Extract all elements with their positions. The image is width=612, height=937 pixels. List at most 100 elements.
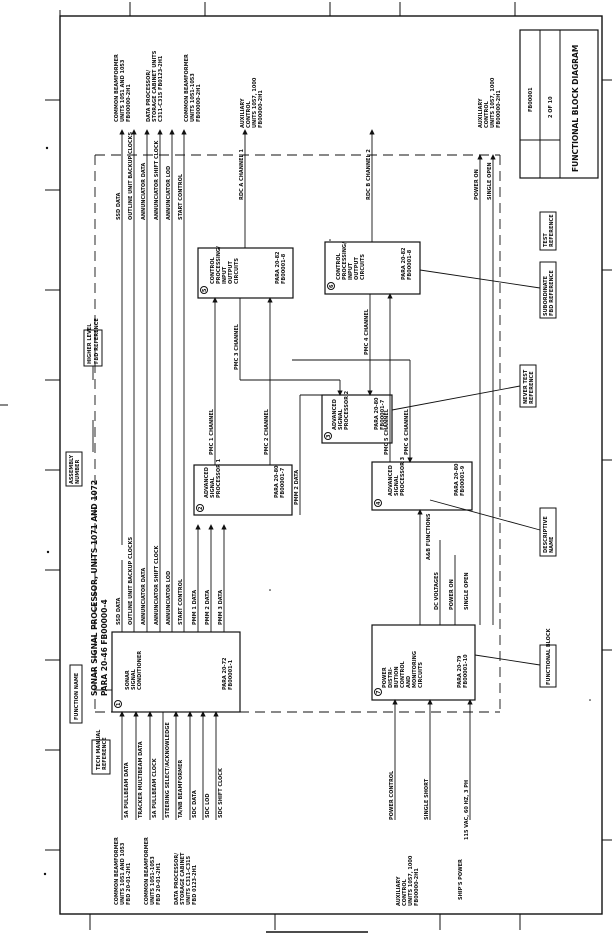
dest-bl3-1: DATA PROCESSOR/	[174, 853, 180, 905]
dest-bl2-3: FBD 20-01-2H1	[156, 862, 162, 905]
dest-tr2-2: CONTROL	[484, 100, 490, 128]
block-asp1-para-1: PARA 20-80	[274, 465, 280, 498]
title-block	[519, 29, 599, 179]
specks	[43, 146, 591, 876]
dest-tr1-2: CONTROL	[246, 100, 252, 128]
block-power-line-7: CIRCUITS	[418, 662, 424, 688]
block-sonar-line-3: CONDITIONER	[137, 651, 143, 690]
callout-higher-level-1: HIGHER LEVEL	[87, 323, 93, 364]
inter-single-open: SINGLE OPEN	[464, 572, 470, 610]
blocks	[111, 241, 476, 713]
pmc-3: PMC 3 CHANNEL	[234, 323, 240, 370]
dest-ship-power: SHIP'S POWER	[458, 859, 464, 900]
block-ctl-up-num: 5	[202, 288, 208, 292]
block-ctl-up-line-3: INPUT	[222, 266, 228, 284]
dest-bl3-4: FBD 0123-2H1	[192, 864, 198, 905]
pmc-4: PMC 4 CHANNEL	[364, 308, 370, 355]
inter-power-on: POWER ON	[449, 579, 455, 610]
callout-subordinate-2: FBD REFERENCE	[549, 270, 555, 316]
cond-out-7: PMM 1 DATA	[192, 590, 198, 625]
callout-subordinate-1: SUBORDINATE	[543, 275, 549, 316]
left-input-8: SDC SHIFT CLOCK	[218, 767, 224, 818]
inter-ab: A&B FUNCTIONS	[426, 513, 432, 560]
left-input-1: SA PULLBEAM DATA	[124, 762, 130, 818]
inter-rdc-a: RDC A CHANNEL 1	[239, 149, 245, 200]
block-number-circles	[114, 282, 382, 708]
block-asp3-para-2: FB00001-9	[460, 465, 466, 496]
dest-br1-4: FB00000-2H1	[414, 868, 420, 906]
block-control-lower	[324, 241, 421, 295]
left-input-2: TRACKER MULTIBEAM DATA	[138, 741, 144, 818]
block-ctl-lo-line-4: OUTPUT	[354, 257, 360, 280]
dest-tl2-1: DATA PROCESSOR/	[146, 70, 152, 122]
top-out-3: ANNUNCIATOR DATA	[141, 163, 147, 220]
block-power-line-4: CONTROL	[400, 660, 406, 688]
inter-power-on-2: POWER ON	[474, 169, 480, 200]
dest-tr2-3: UNITS 1057, 1000	[490, 77, 496, 128]
top-out-1: SSD DATA	[116, 192, 122, 220]
block-asp2-num: 3	[326, 434, 332, 438]
block-ctl-up-para-1: PARA 20-82	[275, 251, 281, 284]
left-input-7: SDC LOD	[205, 793, 211, 818]
block-ctl-lo-para-1: PARA 20-82	[401, 247, 407, 280]
inter-dc: DC VOLTAGES	[434, 572, 440, 610]
inter-single-open-2: SINGLE OPEN	[487, 162, 493, 200]
dest-br1-3: UNITS 1057, 1000	[408, 855, 414, 906]
title-block-field: FB00001	[528, 87, 534, 112]
diagram-title: FUNCTIONAL BLOCK DIAGRAM	[571, 45, 580, 172]
block-ctl-lo-num: 6	[329, 284, 335, 288]
connection-lines	[92, 129, 541, 820]
block-ctl-up-line-2: PROCESSING/	[216, 246, 222, 284]
dest-bl1-3: FBD 20-01-2H1	[126, 862, 132, 905]
callouts	[65, 211, 557, 775]
left-input-4: STEERING SELECT/ACKNOWLEDGE	[165, 722, 171, 818]
block-asp1-para-2: FB00001-7	[280, 467, 286, 498]
sheet-number: 2 OF 10	[548, 96, 554, 118]
dest-tl1-1: COMMON BEAMFORMER	[114, 54, 120, 122]
block-power-para-2: FB00001-10	[463, 654, 469, 688]
dest-tl2-2: STORAGE CABINET UNITS	[152, 50, 158, 122]
top-out-2: OUTLINE UNIT BACKUP CLOCKS	[128, 132, 134, 220]
cond-out-8: PMM 2 DATA	[205, 590, 211, 625]
block-power	[371, 624, 476, 701]
dest-tr1-4: FB00000-2H1	[258, 90, 264, 128]
dest-bl3-3: UNITS C311-C315	[186, 855, 192, 905]
dest-bl2-2: UNITS 1051-1053	[150, 856, 156, 905]
callout-unit-number-2: NUMBER	[75, 460, 81, 484]
sub-heading: PARA 20-46 FB00000-4	[100, 599, 109, 696]
block-ctl-up-line-5: CIRCUITS	[234, 258, 240, 284]
callout-functional-block: FUNCTIONAL BLOCK	[546, 627, 552, 685]
block-sonar-line-2: SIGNAL	[131, 668, 137, 690]
block-sonar-num: 1	[116, 702, 122, 706]
block-sonar-line-1: SONAR	[125, 670, 131, 690]
dest-bl1-2: UNITS 1051 AND 1053	[120, 842, 126, 905]
cond-out-1: SSD DATA	[116, 597, 122, 625]
block-asp1-line-2: SIGNAL	[210, 476, 216, 498]
pmc-6: PMC 6 CHANNEL	[404, 408, 410, 455]
block-asp2-para-1: PARA 20-80	[374, 397, 380, 430]
callout-function-name: FUNCTION NAME	[74, 672, 80, 720]
block-asp1-line-1: ADVANCED	[204, 467, 210, 498]
pmc-2: PMC 2 CHANNEL	[264, 408, 270, 455]
left-input-5: TA/NB BEAMFORMER	[178, 760, 184, 818]
block-ctl-up-line-1: CONTROL	[210, 256, 216, 284]
power-in-2: SINGLE SHORT	[424, 778, 430, 820]
callout-never-test-1: NEVER TEST	[523, 369, 529, 404]
cond-out-4: ANNUNCIATOR SHIFT CLOCK	[154, 544, 160, 625]
block-power-para-1: PARA 20-79	[457, 655, 463, 688]
dest-tr2-1: AUXILIARY	[478, 98, 484, 128]
block-asp3-para-1: PARA 20-80	[454, 463, 460, 496]
top-out-5: ANNUNCIATOR LOD	[166, 166, 172, 220]
dest-tl3-2: UNITS 1051-1053	[190, 73, 196, 122]
pmc-1: PMC 1 CHANNEL	[209, 408, 215, 455]
callout-tech-manual-2: REFERENCE	[102, 737, 108, 770]
block-ctl-up-line-4: OUTPUT	[228, 261, 234, 284]
main-heading: SONAR SIGNAL PROCESSOR, UNITS 1071 AND 1…	[90, 480, 99, 696]
block-ctl-lo-line-5: CIRCUITS	[360, 254, 366, 280]
dest-br1-2: CONTROL	[402, 878, 408, 906]
power-in-1: POWER CONTROL	[389, 770, 395, 820]
dest-tl1-3: FB00000-2H1	[126, 84, 132, 122]
dest-br1-1: AUXILIARY	[396, 876, 402, 906]
dest-bl1-1: COMMON BEAMFORMER	[114, 837, 120, 905]
